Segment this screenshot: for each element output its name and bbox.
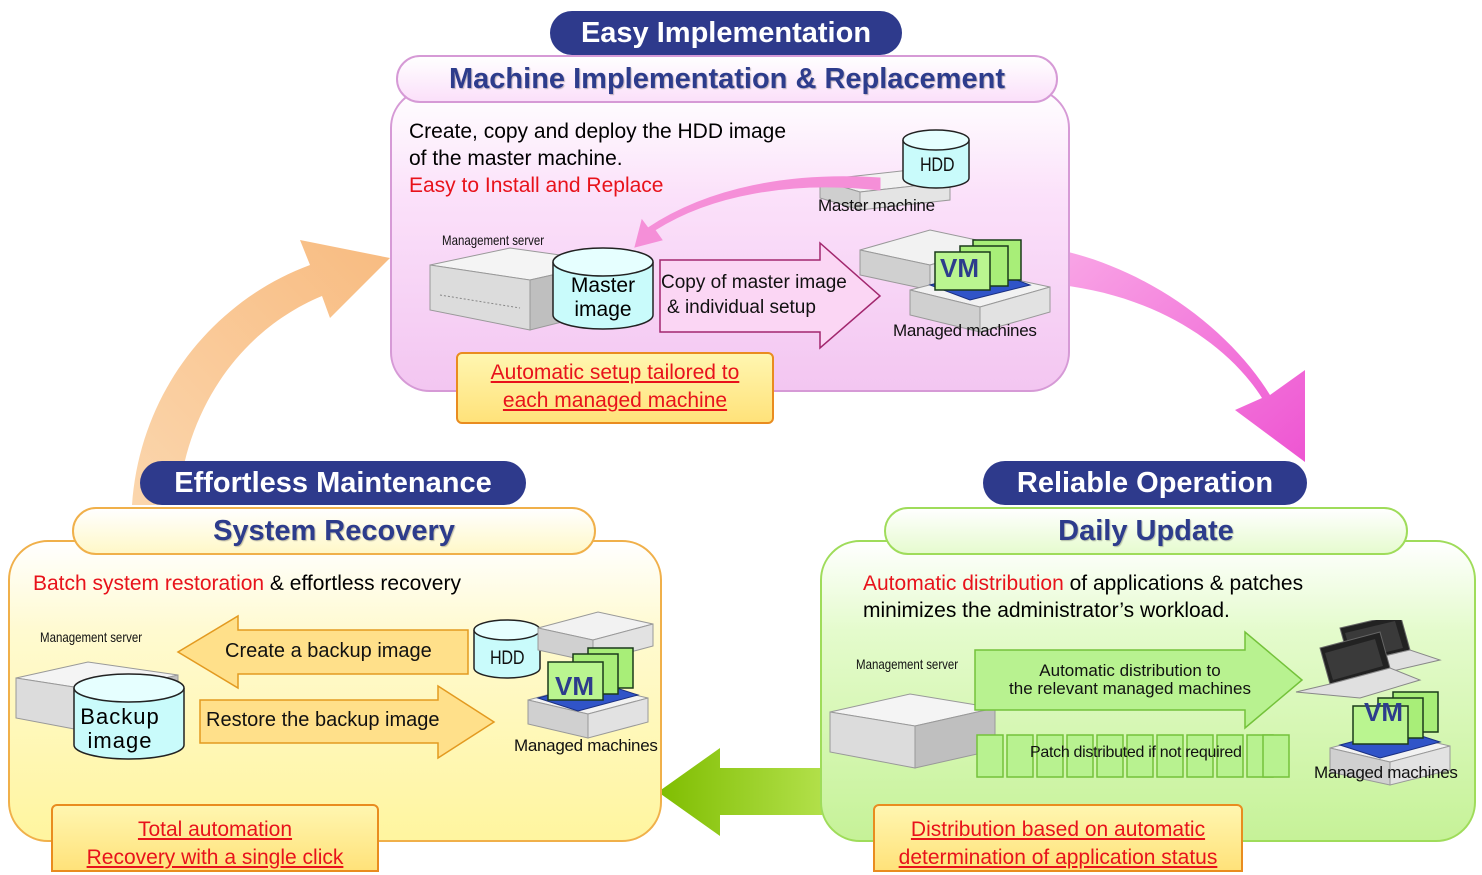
pink-cycle-arrow xyxy=(1060,250,1305,462)
right-mgmt-server-label: Management server xyxy=(856,656,959,672)
left-mgmt-server-label: Management server xyxy=(40,629,143,645)
top-callout: Automatic setup tailored to each managed… xyxy=(456,352,774,424)
right-desc: Automatic distribution of applications &… xyxy=(863,570,1303,624)
top-desc: Create, copy and deploy the HDD image of… xyxy=(409,118,786,199)
top-pill: Easy Implementation xyxy=(550,11,902,55)
left-desc: Batch system restoration & effortless re… xyxy=(33,570,461,597)
left-vm-label: VM xyxy=(555,671,594,701)
green-cycle-arrow xyxy=(658,748,822,836)
top-desc-highlight: Easy to Install and Replace xyxy=(409,174,664,197)
top-desc-line2: of the master machine. xyxy=(409,147,623,170)
master-image-line2: image xyxy=(574,298,632,321)
left-managed-label: Managed machines xyxy=(514,736,658,755)
top-mgmt-server-label: Management server xyxy=(442,232,545,248)
top-desc-line1: Create, copy and deploy the HDD image xyxy=(409,120,787,143)
right-managed-machines-icon xyxy=(1329,691,1451,786)
backup-line1: Backup xyxy=(80,704,160,729)
master-image-label: Master image xyxy=(553,274,653,322)
right-desc-highlight: Automatic distribution xyxy=(863,572,1064,595)
copy-arrow-line2: & individual setup xyxy=(667,297,816,318)
copy-arrow-shape xyxy=(659,241,882,350)
distribution-line2: the relevant managed machines xyxy=(1009,679,1251,698)
laptops-icon xyxy=(1295,620,1442,699)
right-callout-line1: Distribution based on automatic xyxy=(910,818,1206,841)
copy-arrow-line1: Copy of master image xyxy=(661,272,847,293)
distribution-arrow-shape xyxy=(974,630,1304,730)
create-backup-label: Create a backup image xyxy=(225,640,432,662)
patch-label: Patch distributed if not required xyxy=(1030,744,1242,761)
left-callout-line1: Total automation xyxy=(137,818,293,841)
restore-backup-label: Restore the backup image xyxy=(206,709,440,731)
top-hdd-label: HDD xyxy=(920,155,955,176)
top-managed-label: Managed machines xyxy=(893,321,1037,340)
master-machine-label: Master machine xyxy=(818,196,935,215)
restore-backup-arrow-shape xyxy=(199,684,496,760)
left-hdd-label: HDD xyxy=(490,648,525,669)
distribution-line1: Automatic distribution to xyxy=(1039,661,1221,680)
left-callout-line2: Recovery with a single click xyxy=(86,846,344,869)
patch-blocks xyxy=(976,734,1290,778)
left-desc-highlight: Batch system restoration xyxy=(33,572,265,595)
create-backup-arrow-shape xyxy=(176,614,469,690)
backup-line2: image xyxy=(87,728,153,753)
right-callout-line2: determination of application status xyxy=(898,846,1218,869)
backup-image-label: Backup image xyxy=(50,705,190,753)
backup-image-cylinder-icon xyxy=(73,673,185,760)
top-subtitle: Machine Implementation & Replacement xyxy=(396,55,1058,103)
top-illustration xyxy=(429,129,1051,350)
left-desc-rest: & effortless recovery xyxy=(264,572,461,595)
right-vm-label: VM xyxy=(1364,697,1403,727)
left-callout: Total automation Recovery with a single … xyxy=(51,804,379,872)
left-pill: Effortless Maintenance xyxy=(140,461,526,505)
top-callout-line2: each managed machine xyxy=(502,389,728,412)
left-hdd-cylinder-icon xyxy=(473,619,541,679)
distribution-arrow-label: Automatic distribution to the relevant m… xyxy=(985,662,1275,698)
pink-copy-arrow xyxy=(634,176,881,248)
master-image-line1: Master xyxy=(570,274,636,297)
right-management-server-icon xyxy=(829,693,996,769)
right-managed-label: Managed machines xyxy=(1314,763,1458,782)
left-subtitle: System Recovery xyxy=(72,507,596,555)
right-pill: Reliable Operation xyxy=(983,461,1307,505)
top-vm-label: VM xyxy=(940,253,979,283)
master-image-cylinder-icon xyxy=(552,247,654,330)
top-callout-line1: Automatic setup tailored to xyxy=(490,361,740,384)
hdd-cylinder-icon xyxy=(902,129,970,189)
right-subtitle: Daily Update xyxy=(884,507,1408,555)
left-managed-machines-icon xyxy=(527,611,654,739)
left-illustration xyxy=(15,611,654,760)
right-illustration xyxy=(829,620,1451,786)
right-desc-rest: of applications & patches xyxy=(1063,572,1304,595)
right-desc-line2: minimizes the administrator’s workload. xyxy=(863,599,1230,622)
copy-arrow-label: Copy of master image & individual setup xyxy=(661,270,847,320)
right-callout: Distribution based on automatic determin… xyxy=(873,804,1243,872)
managed-machines-icon xyxy=(859,229,1051,333)
